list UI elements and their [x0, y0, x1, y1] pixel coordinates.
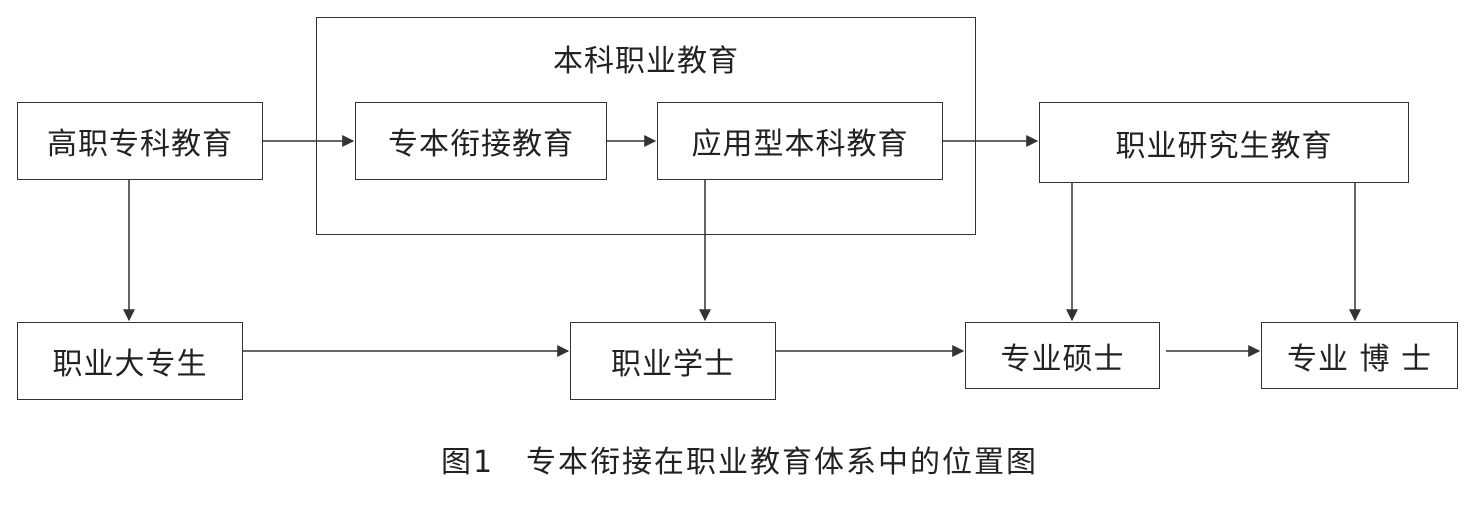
- node-label: 专业 博 士: [1286, 341, 1433, 377]
- node-professional-doctor: 专业 博 士: [1261, 322, 1458, 389]
- node-vocational-associate: 职业大专生: [17, 322, 243, 400]
- node-label: 高职专科教育: [47, 127, 233, 162]
- node-label: 职业学士: [611, 347, 735, 382]
- node-label: 专本衔接教育: [388, 127, 574, 162]
- group-title: 本科职业教育: [553, 44, 739, 79]
- node-professional-master: 专业硕士: [965, 322, 1160, 389]
- undergraduate-vocational-group: 本科职业教育: [316, 17, 976, 235]
- node-label: 专业硕士: [1000, 341, 1125, 377]
- node-vocational-postgraduate: 职业研究生教育: [1039, 102, 1409, 183]
- node-label: 职业研究生教育: [1115, 128, 1333, 164]
- node-zhuanben-bridging: 专本衔接教育: [355, 102, 607, 180]
- node-label: 职业大专生: [52, 347, 208, 382]
- node-label: 应用型本科教育: [691, 127, 909, 162]
- node-applied-undergraduate: 应用型本科教育: [657, 102, 943, 180]
- node-vocational-bachelor: 职业学士: [570, 322, 776, 400]
- node-higher-vocational-college: 高职专科教育: [17, 102, 263, 180]
- figure-caption: 图1 专本衔接在职业教育体系中的位置图: [440, 445, 1039, 480]
